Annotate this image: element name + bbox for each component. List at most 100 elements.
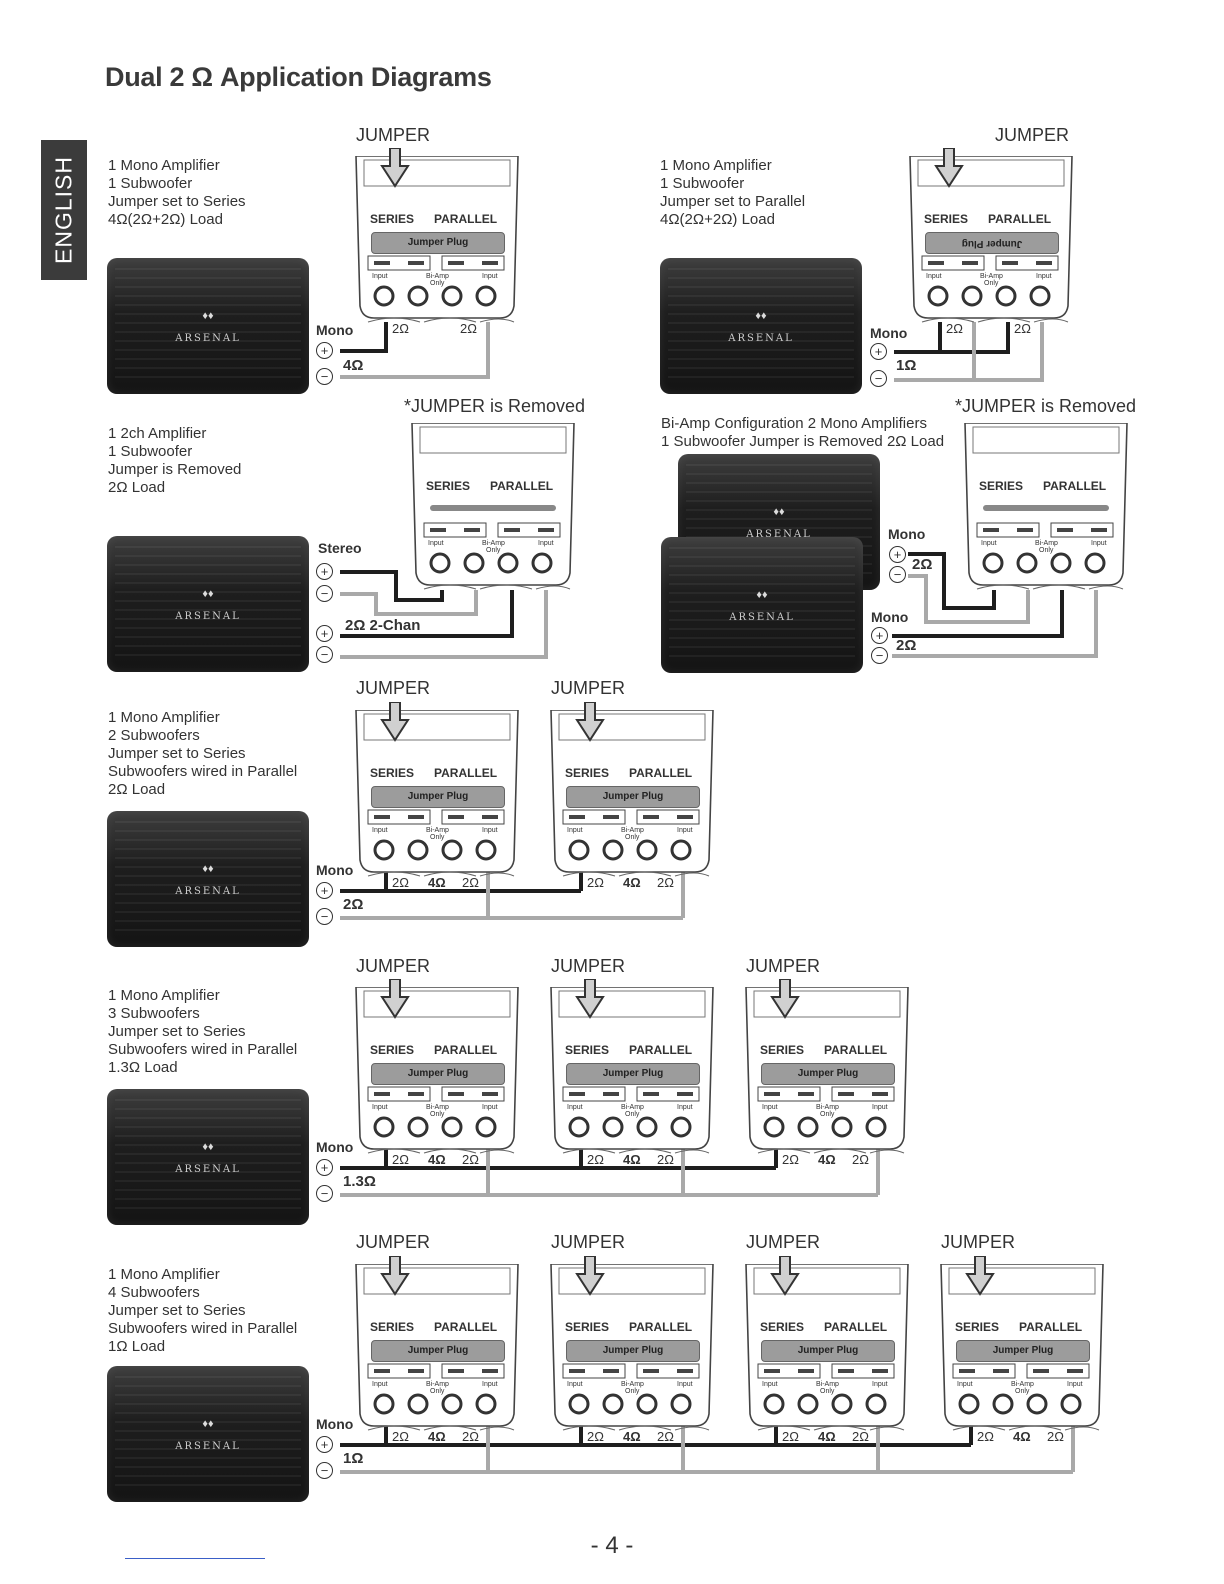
load-label: 1Ω: [896, 357, 917, 374]
load-label: 1.3Ω: [343, 1173, 376, 1190]
jumper-arrow-icon: [770, 1256, 800, 1296]
terminal-panel-drawing: [964, 423, 1128, 590]
jumper-arrow-icon: [380, 148, 410, 188]
only-label: Only: [486, 547, 501, 554]
only-label: Only: [625, 1111, 640, 1118]
positive-terminal-icon: +: [316, 342, 333, 359]
description-line: 1 Mono Amplifier: [108, 709, 220, 726]
negative-wire: [894, 322, 1044, 382]
jumper-header: JUMPER: [746, 1232, 821, 1252]
positive-terminal-icon: +: [316, 1436, 333, 1453]
input-plus-label: Input: [372, 1104, 388, 1111]
coil-impedance-label: 2Ω: [657, 875, 674, 890]
positive-terminal-icon: +: [316, 1159, 333, 1176]
positive-wire: [340, 322, 388, 353]
terminal-panel-drawing: [411, 423, 575, 590]
amp1-positive-wire: [908, 552, 996, 610]
input-minus-label: Input: [538, 540, 554, 547]
jumper-plug-label: Jumper Plug: [797, 1345, 859, 1356]
brand-logo-icon: ♦♦: [202, 309, 214, 322]
coil-impedance-label: 2Ω: [782, 1152, 799, 1167]
amplifier-brand: ARSENAL: [729, 611, 795, 623]
input-minus-label: Input: [872, 1104, 888, 1111]
bi-amp-label: Bi-Amp: [816, 1381, 839, 1388]
amplifier-brand: ARSENAL: [175, 332, 241, 344]
parallel-label: PARALLEL: [988, 212, 1052, 226]
input-plus-label: Input: [957, 1381, 973, 1388]
jumper-arrow-icon: [380, 979, 410, 1019]
input-plus-label: Input: [762, 1381, 778, 1388]
coil-impedance-label: 4Ω: [1013, 1429, 1031, 1444]
coil-impedance-label: 2Ω: [946, 321, 963, 336]
input-minus-label: Input: [482, 1104, 498, 1111]
series-label: SERIES: [370, 212, 415, 226]
description-line: 2Ω Load: [108, 479, 166, 496]
bi-amp-label: Bi-Amp: [1035, 540, 1058, 547]
jumper-arrow-icon: [575, 1256, 605, 1296]
jumper-arrow-icon: [965, 1256, 995, 1296]
series-label: SERIES: [924, 212, 969, 226]
page-number: - 4 -: [590, 1532, 634, 1559]
coil-impedance-label: 2Ω: [852, 1429, 869, 1444]
coil-impedance-label: 2Ω: [1014, 321, 1031, 336]
jumper-plug-label: Jumper Plug: [407, 791, 469, 802]
negative-terminal-icon: −: [870, 370, 887, 387]
signal-label: Mono: [316, 862, 354, 878]
load-label: 2Ω: [896, 637, 917, 654]
bi-amp-label: Bi-Amp: [426, 273, 449, 280]
input-plus-label: Input: [926, 273, 942, 280]
only-label: Only: [625, 834, 640, 841]
jumper-header: JUMPER: [551, 1232, 626, 1252]
input-plus-label: Input: [762, 1104, 778, 1111]
signal-label: Mono: [316, 1416, 354, 1432]
description-line: Bi-Amp Configuration 2 Mono Amplifiers: [661, 415, 927, 432]
amplifier-brand: ARSENAL: [728, 332, 794, 344]
load-label: 2Ω 2-Chan: [345, 617, 421, 634]
only-label: Only: [1015, 1388, 1030, 1395]
jumper-header: JUMPER: [356, 125, 431, 145]
bi-amp-label: Bi-Amp: [482, 540, 505, 547]
negative-terminal-icon: −: [871, 647, 888, 664]
parallel-label: PARALLEL: [490, 479, 554, 493]
positive-terminal-icon: +: [871, 627, 888, 644]
amplifier-image: ♦♦ARSENAL: [107, 1366, 309, 1502]
description-line: Jumper set to Series: [108, 193, 246, 210]
only-label: Only: [820, 1388, 835, 1395]
jumper-plug: Jumper Plug: [371, 1063, 505, 1085]
amplifier-image: ♦♦ARSENAL: [107, 536, 309, 672]
parallel-label: PARALLEL: [629, 1043, 693, 1057]
only-label: Only: [984, 280, 999, 287]
negative-wire: [340, 322, 490, 379]
input-minus-label: Input: [677, 1104, 693, 1111]
negative-terminal-icon: −: [316, 1185, 333, 1202]
jumper-arrow-icon: [380, 1256, 410, 1296]
parallel-label: PARALLEL: [629, 766, 693, 780]
input-minus-label: Input: [677, 827, 693, 834]
brand-logo-icon: ♦♦: [202, 1140, 214, 1153]
input-minus-label: Input: [482, 273, 498, 280]
description-line: 1 Mono Amplifier: [660, 157, 772, 174]
load-label: 2Ω: [343, 896, 364, 913]
jumper-plug: Jumper Plug: [371, 1340, 505, 1362]
jumper-header: JUMPER: [941, 1232, 1016, 1252]
jumper-header: JUMPER: [551, 678, 626, 698]
jumper-arrow-icon: [934, 148, 964, 188]
jumper-plug-label: Jumper Plug: [602, 1345, 664, 1356]
parallel-label: PARALLEL: [629, 1320, 693, 1334]
amp2-negative-wire: [892, 590, 1098, 658]
channel2-negative-wire: [340, 590, 548, 659]
input-minus-label: Input: [482, 1381, 498, 1388]
channel1-negative-wire: [340, 590, 478, 616]
series-label: SERIES: [565, 1320, 610, 1334]
page-title: Dual 2 Ω Application Diagrams: [105, 62, 492, 92]
coil-impedance-label: 4Ω: [428, 875, 446, 890]
description-line: Subwoofers wired in Parallel: [108, 1041, 298, 1058]
amplifier-image: ♦♦ ARSENAL: [107, 258, 309, 394]
